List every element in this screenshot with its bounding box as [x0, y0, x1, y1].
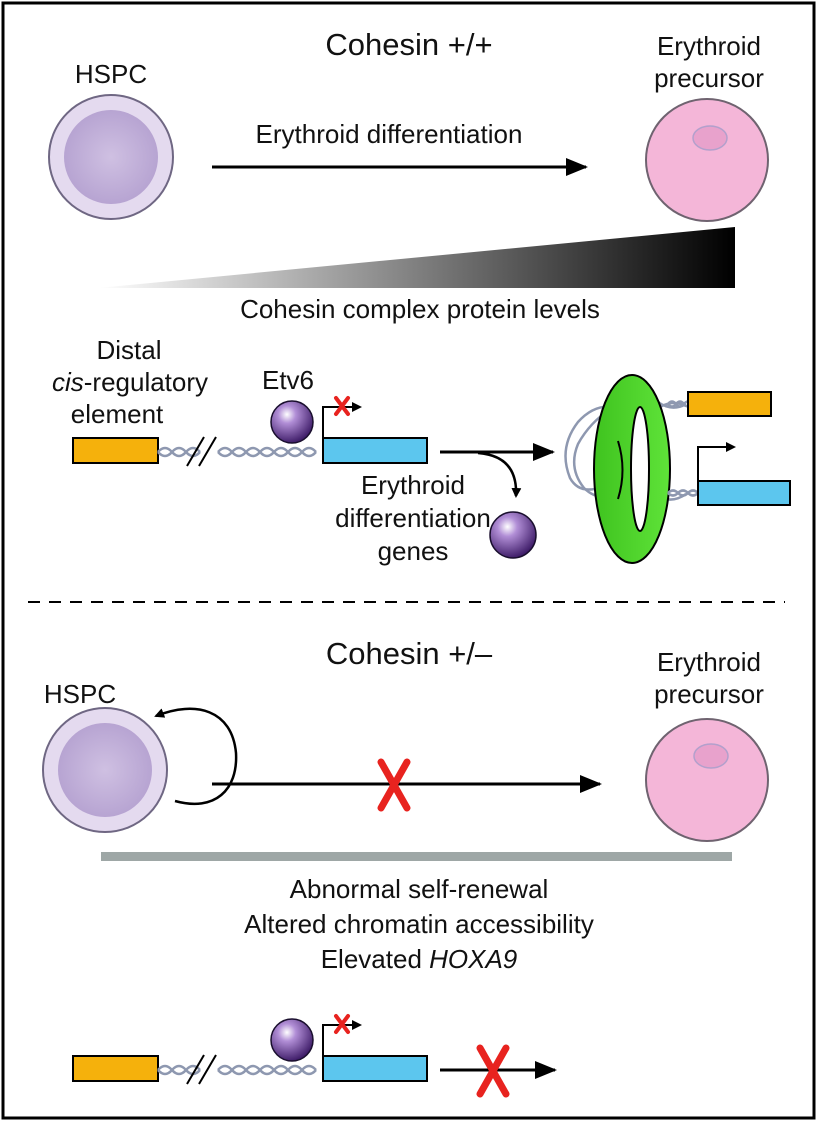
break-mark-2 — [198, 1054, 217, 1085]
regulatory-element-box — [72, 1055, 159, 1082]
regulatory-element-box — [72, 437, 159, 464]
cohesin-ring-icon — [564, 374, 687, 564]
break-mark-1 — [186, 436, 205, 467]
gene-box — [322, 437, 428, 464]
break-mark-2 — [198, 436, 217, 467]
genes-label-line1: Erythroid — [361, 470, 465, 500]
bottom-hspc-label: HSPC — [44, 679, 116, 709]
etv6-label: Etv6 — [262, 365, 314, 395]
regulatory-text: -regulatory — [84, 367, 208, 397]
bottom-precursor-label-line1: Erythroid — [657, 647, 761, 677]
distal-label-line3: element — [71, 399, 164, 429]
etv6-protein-icon — [270, 1018, 314, 1062]
top-precursor-label-line1: Erythroid — [657, 31, 761, 61]
cohesin-level-label: Cohesin complex protein levels — [240, 294, 600, 324]
active-promoter-arrow — [697, 442, 736, 483]
promoter-arrow — [322, 402, 362, 440]
hspc-cell-icon — [48, 94, 174, 220]
effect-line-3: Elevated HOXA9 — [321, 944, 518, 974]
block-x-icon — [377, 758, 411, 812]
hoxa9-gene-text: HOXA9 — [429, 944, 517, 974]
bottom-precursor-label-line2: precursor — [654, 679, 764, 709]
active-gene-box — [697, 480, 791, 506]
effects-bar — [101, 852, 732, 861]
erythroid-precursor-icon — [645, 98, 769, 222]
effect-line-3-prefix: Elevated — [321, 944, 429, 974]
top-title: Cohesin +/+ — [325, 27, 492, 62]
released-etv6-icon — [489, 511, 537, 559]
self-renewal-arrow-icon — [154, 707, 238, 806]
cis-text: cis — [52, 367, 84, 397]
genes-label-line3: genes — [378, 536, 449, 566]
break-mark-1 — [186, 1054, 205, 1085]
effect-line-1: Abnormal self-renewal — [290, 874, 549, 904]
block-x-icon — [334, 396, 350, 416]
block-x-icon — [476, 1044, 510, 1098]
distal-label-line1: Distal — [96, 335, 161, 365]
block-x-icon — [334, 1014, 350, 1034]
promoter-arrow — [322, 1020, 362, 1058]
genes-label-line2: differentiation — [335, 503, 491, 533]
etv6-protein-icon — [270, 400, 314, 444]
cohesin-level-wedge — [98, 227, 735, 288]
hspc-cell-icon — [42, 707, 168, 833]
distal-label-line2: cis-regulatory — [52, 367, 208, 397]
release-arrow — [477, 451, 522, 498]
dna-strand-icon — [157, 446, 317, 458]
erythroid-precursor-icon — [645, 718, 769, 842]
bottom-title: Cohesin +/– — [326, 636, 493, 671]
top-precursor-label-line2: precursor — [654, 63, 764, 93]
effect-line-2: Altered chromatin accessibility — [244, 909, 594, 939]
differentiation-arrow-label: Erythroid differentiation — [256, 119, 523, 149]
top-hspc-label: HSPC — [75, 59, 147, 89]
gene-box — [322, 1055, 428, 1082]
looped-regulatory-element-box — [687, 391, 772, 417]
